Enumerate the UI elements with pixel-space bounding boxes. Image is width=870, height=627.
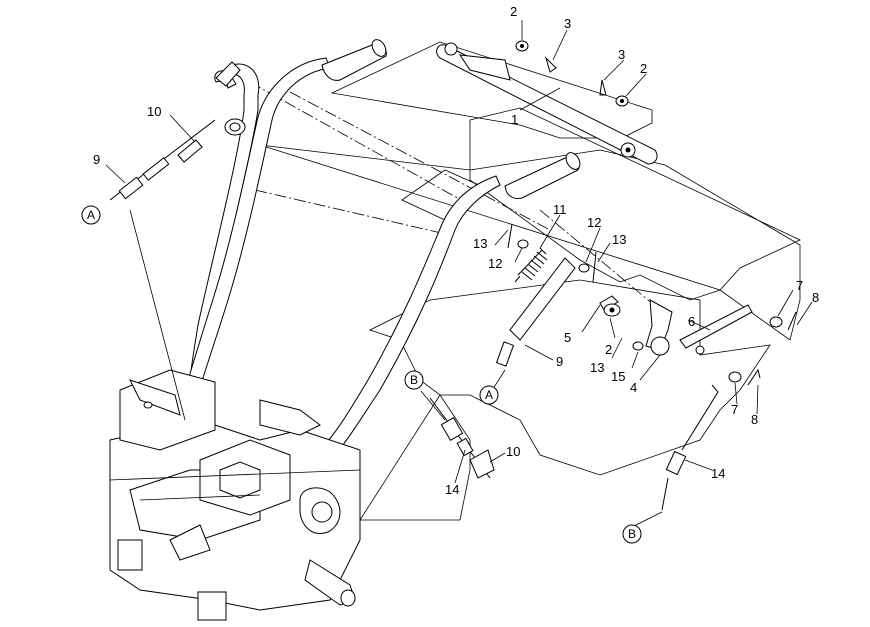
left-cable-assembly (109, 61, 246, 201)
callout-10: 10 (506, 444, 520, 459)
ref-letter-a: A (485, 388, 493, 402)
callout-12: 12 (488, 256, 502, 271)
group-outlines (259, 41, 801, 521)
callout-2: 2 (510, 4, 517, 19)
callout-12: 12 (587, 215, 601, 230)
callout-7: 7 (796, 278, 803, 293)
ref-circle-b (622, 524, 642, 544)
callout-13: 13 (590, 360, 604, 375)
callout-2: 2 (605, 342, 612, 357)
callout-labels: 2 3 3 2 1 10 9 11 12 13 13 12 7 8 6 5 2 … (93, 4, 819, 497)
lower-cable-assembly (429, 397, 495, 479)
reference-markers: A A B B (81, 205, 642, 544)
callout-15: 15 (611, 369, 625, 384)
ref-letter-a: A (87, 208, 95, 222)
right-lever-assembly (599, 295, 797, 511)
ref-circle-a (81, 205, 101, 225)
callout-10: 10 (147, 104, 161, 119)
callout-9: 9 (556, 354, 563, 369)
lever-rod-part-1 (436, 42, 658, 165)
callout-6: 6 (688, 314, 695, 329)
callout-1: 1 (511, 112, 518, 127)
callout-4: 4 (630, 380, 637, 395)
ref-circle-b (404, 370, 424, 390)
ref-letter-b: B (410, 373, 418, 387)
callout-7: 7 (731, 402, 738, 417)
callout-14: 14 (445, 482, 459, 497)
ref-letter-b: B (628, 527, 636, 541)
callout-3: 3 (564, 16, 571, 31)
ref-circle-a (479, 385, 499, 405)
spring-link-group (495, 223, 597, 367)
callout-2: 2 (640, 61, 647, 76)
leader-lines (105, 20, 813, 528)
callout-5: 5 (564, 330, 571, 345)
chassis-assembly (109, 369, 361, 621)
callout-8: 8 (751, 412, 758, 427)
callout-13: 13 (612, 232, 626, 247)
callout-3: 3 (618, 47, 625, 62)
callout-8: 8 (812, 290, 819, 305)
callout-13: 13 (473, 236, 487, 251)
center-lines (249, 81, 661, 311)
callout-11: 11 (553, 202, 567, 217)
washer-pin-top (515, 40, 629, 107)
callout-14: 14 (711, 466, 725, 481)
callout-9: 9 (93, 152, 100, 167)
